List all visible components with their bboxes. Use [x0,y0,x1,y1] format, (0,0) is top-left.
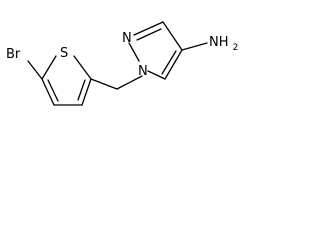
amine-group-label: NH 2 [209,35,238,53]
amine-subscript-text: 2 [233,43,239,53]
bond-c2-s [73,55,92,80]
bond-c5-c4-inner [47,79,59,102]
pyrazole-ring [128,21,183,80]
bromine-atom-label: Br [6,47,21,62]
bond-c5-br [27,60,43,80]
bond-c4-nh2 [181,42,208,51]
bond-c3-c4 [162,21,183,51]
nitrogen-n1-label: N [138,64,148,79]
bond-n2-c3-inner [136,28,162,41]
amine-nh-text: NH [209,35,229,50]
bond-c3-c2 [81,78,92,106]
bond-c4-c5 [164,49,183,80]
nitrogen-n2-label: N [122,31,132,46]
bond-s-c5 [41,55,57,80]
structure-diagram: Br S N N NH 2 [6,21,238,106]
bond-ch2-n1 [116,75,143,90]
thiophene-ring [41,55,92,106]
bond-c4-c5-inner [161,50,177,75]
bond-c3-c2-inner [77,79,86,101]
sulfur-atom-label: S [60,46,68,61]
bond-c5-c4 [41,78,55,106]
bond-n2-c3 [133,21,164,36]
bond-c2-ch2 [90,78,118,90]
bond-c5-n1 [147,70,166,80]
bond-n1-n2 [128,42,140,62]
